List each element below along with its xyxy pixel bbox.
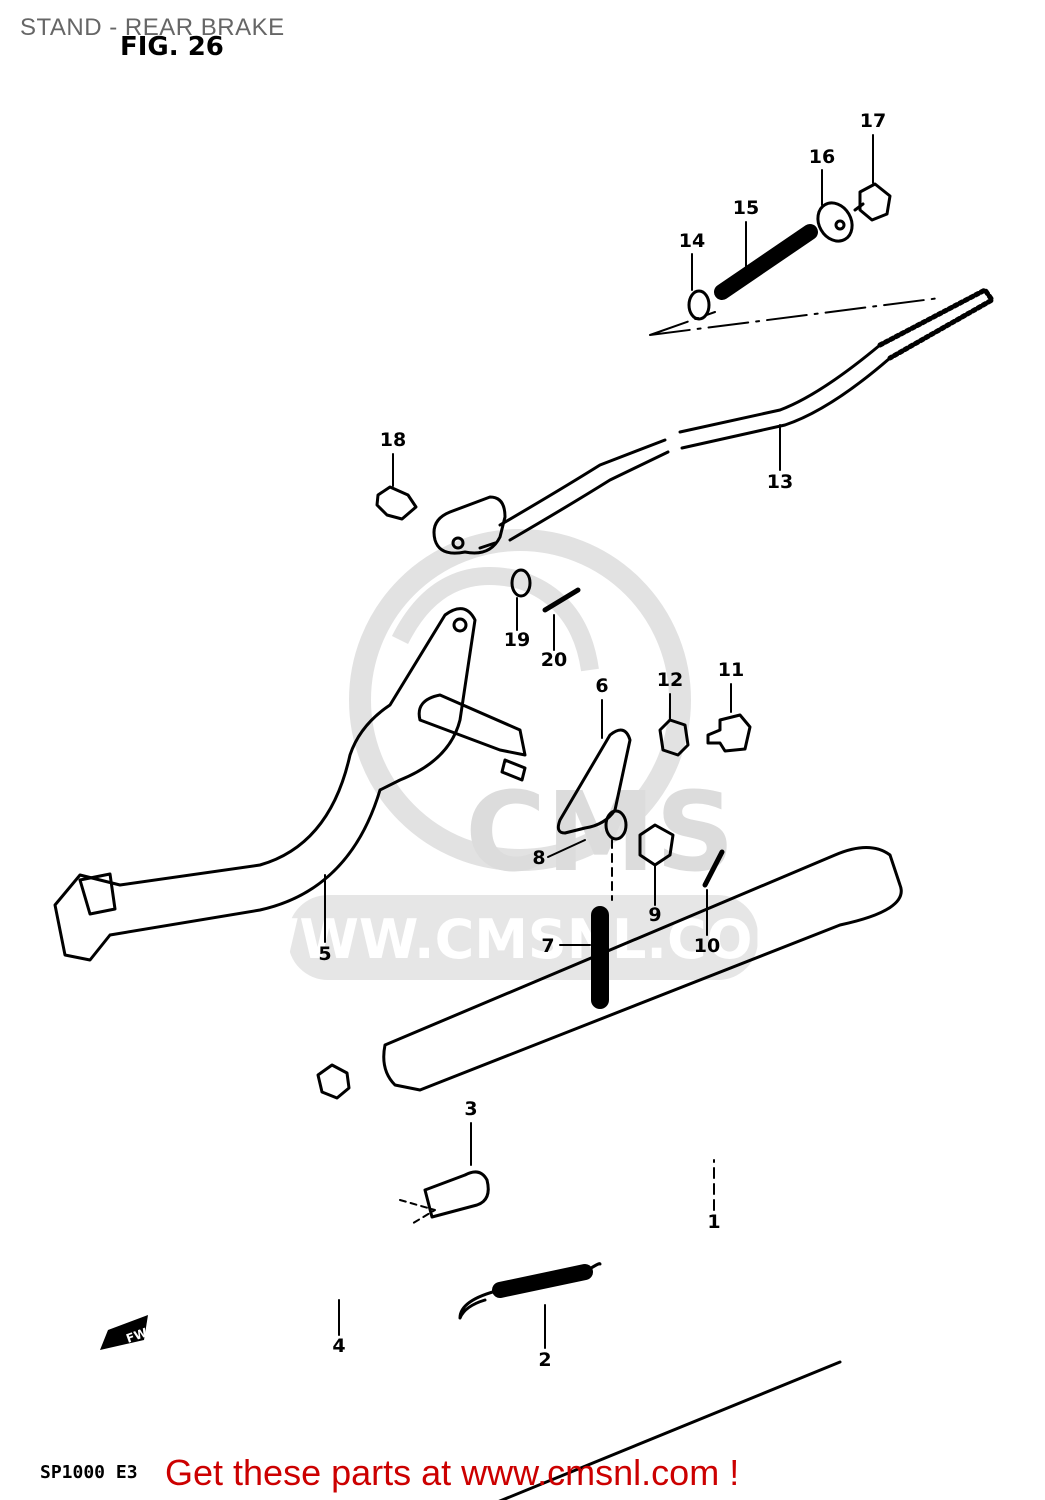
callout-6: 6 <box>595 675 608 697</box>
spring-2 <box>458 1262 602 1320</box>
callout-14: 14 <box>679 230 705 252</box>
callout-numbers: 1 2 3 4 5 6 7 8 9 10 11 12 13 14 15 16 1… <box>318 110 886 1371</box>
callout-16: 16 <box>809 146 835 168</box>
callout-3: 3 <box>464 1098 477 1120</box>
callout-2: 2 <box>538 1349 551 1371</box>
callout-8: 8 <box>532 847 545 869</box>
cms-watermark: WWW.CMSNL.COM CMS <box>240 529 806 980</box>
callout-15: 15 <box>733 197 759 219</box>
bolt-3 <box>423 1170 490 1219</box>
callout-9: 9 <box>648 904 661 926</box>
brake-rod-13 <box>432 287 995 555</box>
cotter-pin-20 <box>542 587 581 613</box>
callout-11: 11 <box>718 659 744 681</box>
spring-15 <box>714 224 818 300</box>
side-stand-1 <box>382 846 903 1500</box>
callout-12: 12 <box>657 669 683 691</box>
callout-17: 17 <box>860 110 886 132</box>
promo-link[interactable]: Get these parts at www.cmsnl.com ! <box>165 1452 740 1493</box>
leader-lines <box>324 134 874 1349</box>
fwd-direction-marker: FWD <box>100 1315 159 1350</box>
pin-18 <box>375 485 418 521</box>
nut-4 <box>316 1063 351 1100</box>
washer-19 <box>510 568 532 598</box>
callout-13: 13 <box>767 471 793 493</box>
callout-20: 20 <box>541 649 567 671</box>
joint-16 <box>816 201 854 243</box>
nut-9 <box>638 823 675 867</box>
washer-14 <box>687 289 711 321</box>
callout-18: 18 <box>380 429 406 451</box>
callout-19: 19 <box>504 629 530 651</box>
figure-label: FIG. 26 <box>120 32 224 62</box>
bolt-11 <box>706 713 752 753</box>
brake-lever-6 <box>556 728 632 835</box>
cotter-pin-10 <box>702 849 725 888</box>
nut-17 <box>853 182 892 222</box>
callout-10: 10 <box>694 935 720 957</box>
washer-8 <box>604 809 628 841</box>
page-title: STAND - REAR BRAKE <box>20 14 285 41</box>
watermark-url: WWW.CMSNL.COM <box>240 908 806 971</box>
model-code: SP1000 E3 <box>40 1462 138 1483</box>
callout-1: 1 <box>707 1211 720 1233</box>
watermark-logo: CMS <box>465 768 734 896</box>
callout-4: 4 <box>332 1335 345 1357</box>
brake-pedal-5 <box>53 607 527 962</box>
callout-7: 7 <box>541 935 554 957</box>
callout-5: 5 <box>318 943 331 965</box>
